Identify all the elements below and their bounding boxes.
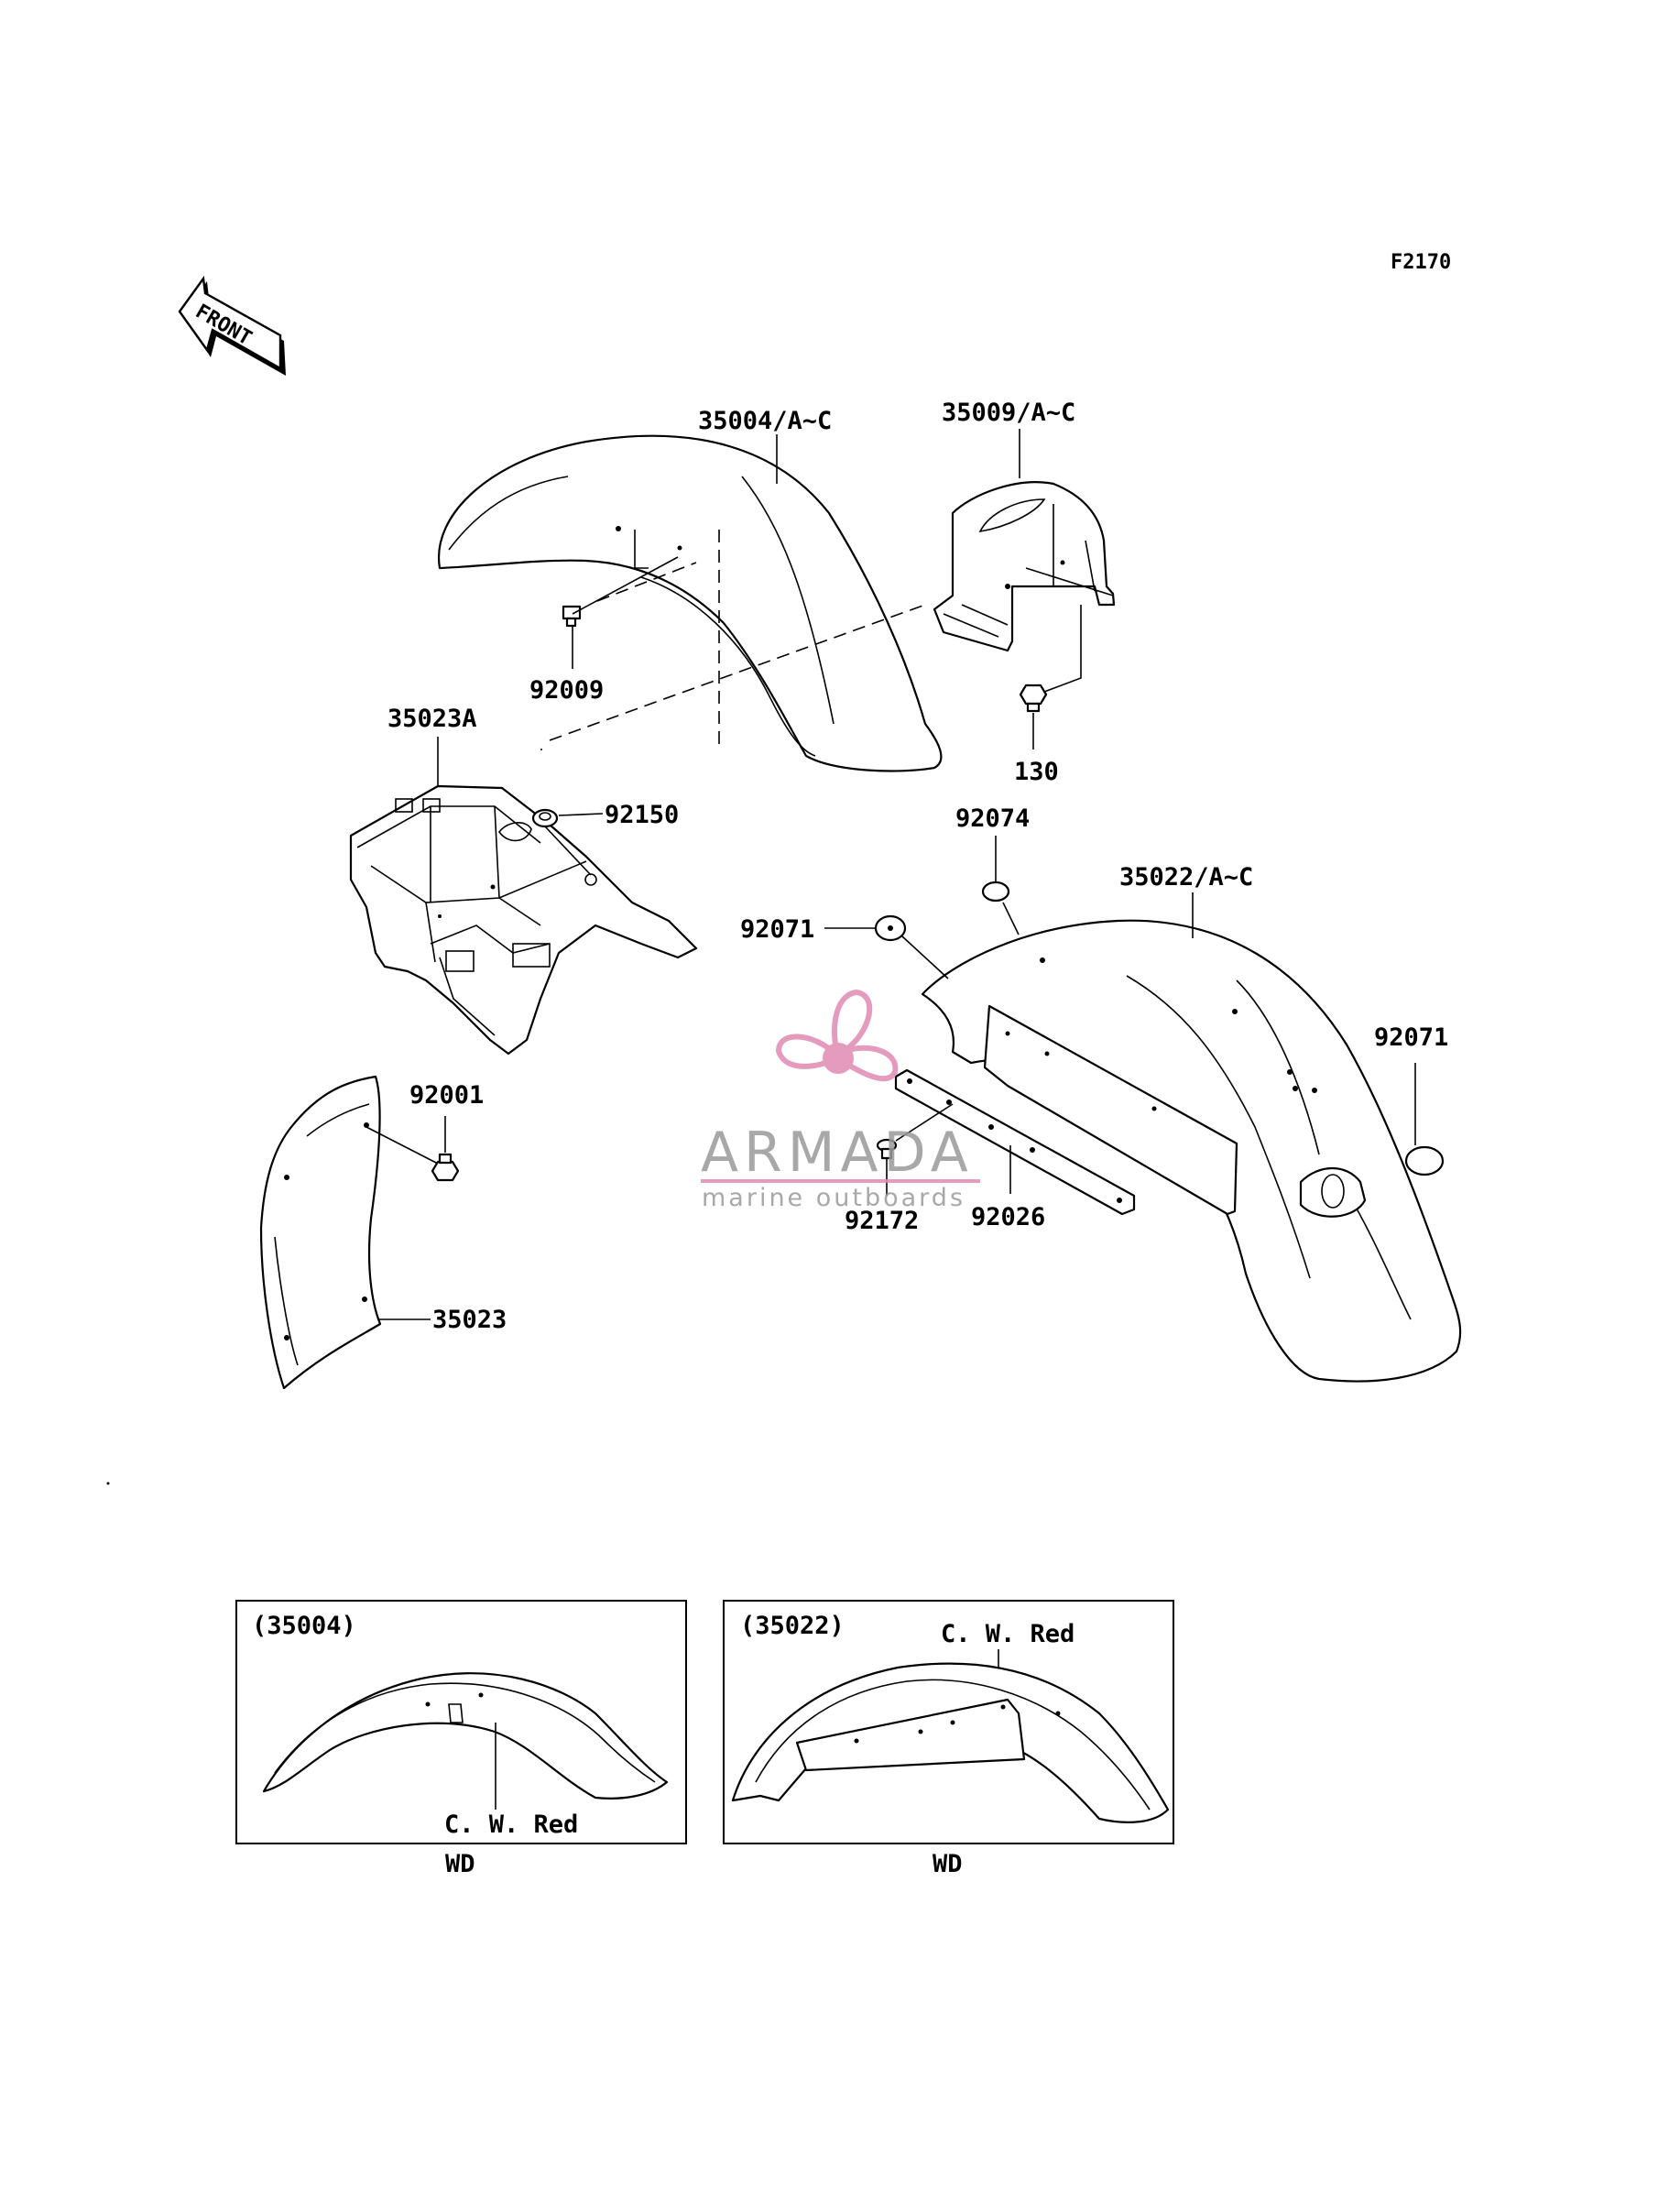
label-92026: 92026 <box>971 1203 1045 1231</box>
label-92150: 92150 <box>605 801 679 829</box>
inner-fender <box>259 1075 382 1390</box>
detail-box-35004-caption: WD <box>445 1850 475 1878</box>
label-35023a: 35023A <box>387 705 477 733</box>
label-92071-right: 92071 <box>1374 1023 1448 1052</box>
rear-fender-bracket <box>349 784 698 1056</box>
label-92009: 92009 <box>529 676 604 705</box>
detail-box-35022-note: C. W. Red <box>941 1620 1075 1648</box>
watermark-brand: ARMADA <box>701 1121 974 1185</box>
grommet-92150-icon <box>531 808 559 828</box>
label-35004: 35004/A~C <box>698 407 832 435</box>
bolt-92009-icon <box>562 605 582 628</box>
front-arrow-icon: FRONT <box>178 275 286 376</box>
detail-box-35022-caption: WD <box>933 1850 963 1878</box>
diagram-code: F2170 <box>1391 251 1451 274</box>
bolt-92001-icon <box>431 1153 460 1182</box>
washer-92071-right-icon <box>1404 1145 1445 1176</box>
nut-130-icon <box>1019 684 1048 713</box>
detail-box-35022-ref: (35022) <box>740 1612 845 1640</box>
cap-92074-icon <box>981 881 1010 903</box>
front-fender-bracket <box>933 481 1116 652</box>
detail-box-35022: (35022) C. W. Red <box>723 1600 1174 1844</box>
watermark: ARMADA marine outboards <box>701 989 980 1212</box>
label-130: 130 <box>1014 758 1059 786</box>
rear-fender <box>921 919 1462 1383</box>
front-fender <box>437 434 943 772</box>
label-92001: 92001 <box>409 1081 484 1110</box>
label-35022: 35022/A~C <box>1119 863 1253 892</box>
clip-92172-icon <box>876 1138 898 1160</box>
detail-box-35004-note: C. W. Red <box>444 1811 578 1839</box>
label-35009: 35009/A~C <box>942 399 1075 427</box>
label-92172: 92172 <box>845 1207 919 1235</box>
washer-92071-left-icon <box>874 914 907 942</box>
propeller-logo-icon <box>775 989 899 1082</box>
label-35023: 35023 <box>432 1306 507 1334</box>
detail-box-35004: (35004) C. W. Red <box>235 1600 687 1844</box>
label-92074: 92074 <box>955 804 1030 833</box>
detail-box-35004-ref: (35004) <box>252 1612 356 1640</box>
plate-92026 <box>894 1068 1136 1216</box>
watermark-tagline: marine outboards <box>702 1184 965 1212</box>
label-92071-left: 92071 <box>740 915 814 944</box>
